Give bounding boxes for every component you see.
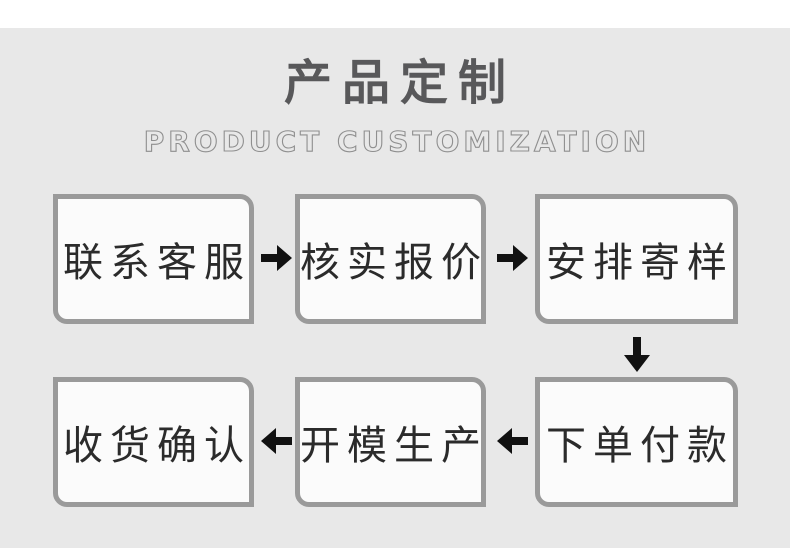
flow-step-order-payment: 下单付款 bbox=[535, 377, 738, 507]
flow-step-arrange-sample: 安排寄样 bbox=[535, 194, 738, 324]
flow-step-verify-quote: 核实报价 bbox=[295, 194, 486, 324]
arrow-left-icon bbox=[497, 428, 528, 454]
arrow-left-icon bbox=[261, 428, 292, 454]
flow-step-label: 开模生产 bbox=[300, 423, 488, 468]
flow-step-label: 核实报价 bbox=[300, 240, 488, 285]
arrow-right-icon bbox=[497, 245, 528, 271]
flow-step-label: 联系客服 bbox=[63, 240, 251, 285]
flow-step-mold-production: 开模生产 bbox=[295, 377, 486, 507]
flow-step-contact-service: 联系客服 bbox=[53, 194, 254, 324]
arrow-right-icon bbox=[261, 245, 292, 271]
section-subtitle-en: PRODUCT CUSTOMIZATION bbox=[143, 125, 651, 158]
section-title: 产品定制 bbox=[283, 57, 516, 110]
flow-step-label: 安排寄样 bbox=[546, 240, 734, 285]
flow-step-receive-confirm: 收货确认 bbox=[53, 377, 254, 507]
flow-step-label: 收货确认 bbox=[63, 423, 251, 468]
flow-step-label: 下单付款 bbox=[546, 423, 734, 468]
top-white-strip bbox=[0, 0, 790, 28]
arrow-down-icon bbox=[624, 337, 650, 372]
